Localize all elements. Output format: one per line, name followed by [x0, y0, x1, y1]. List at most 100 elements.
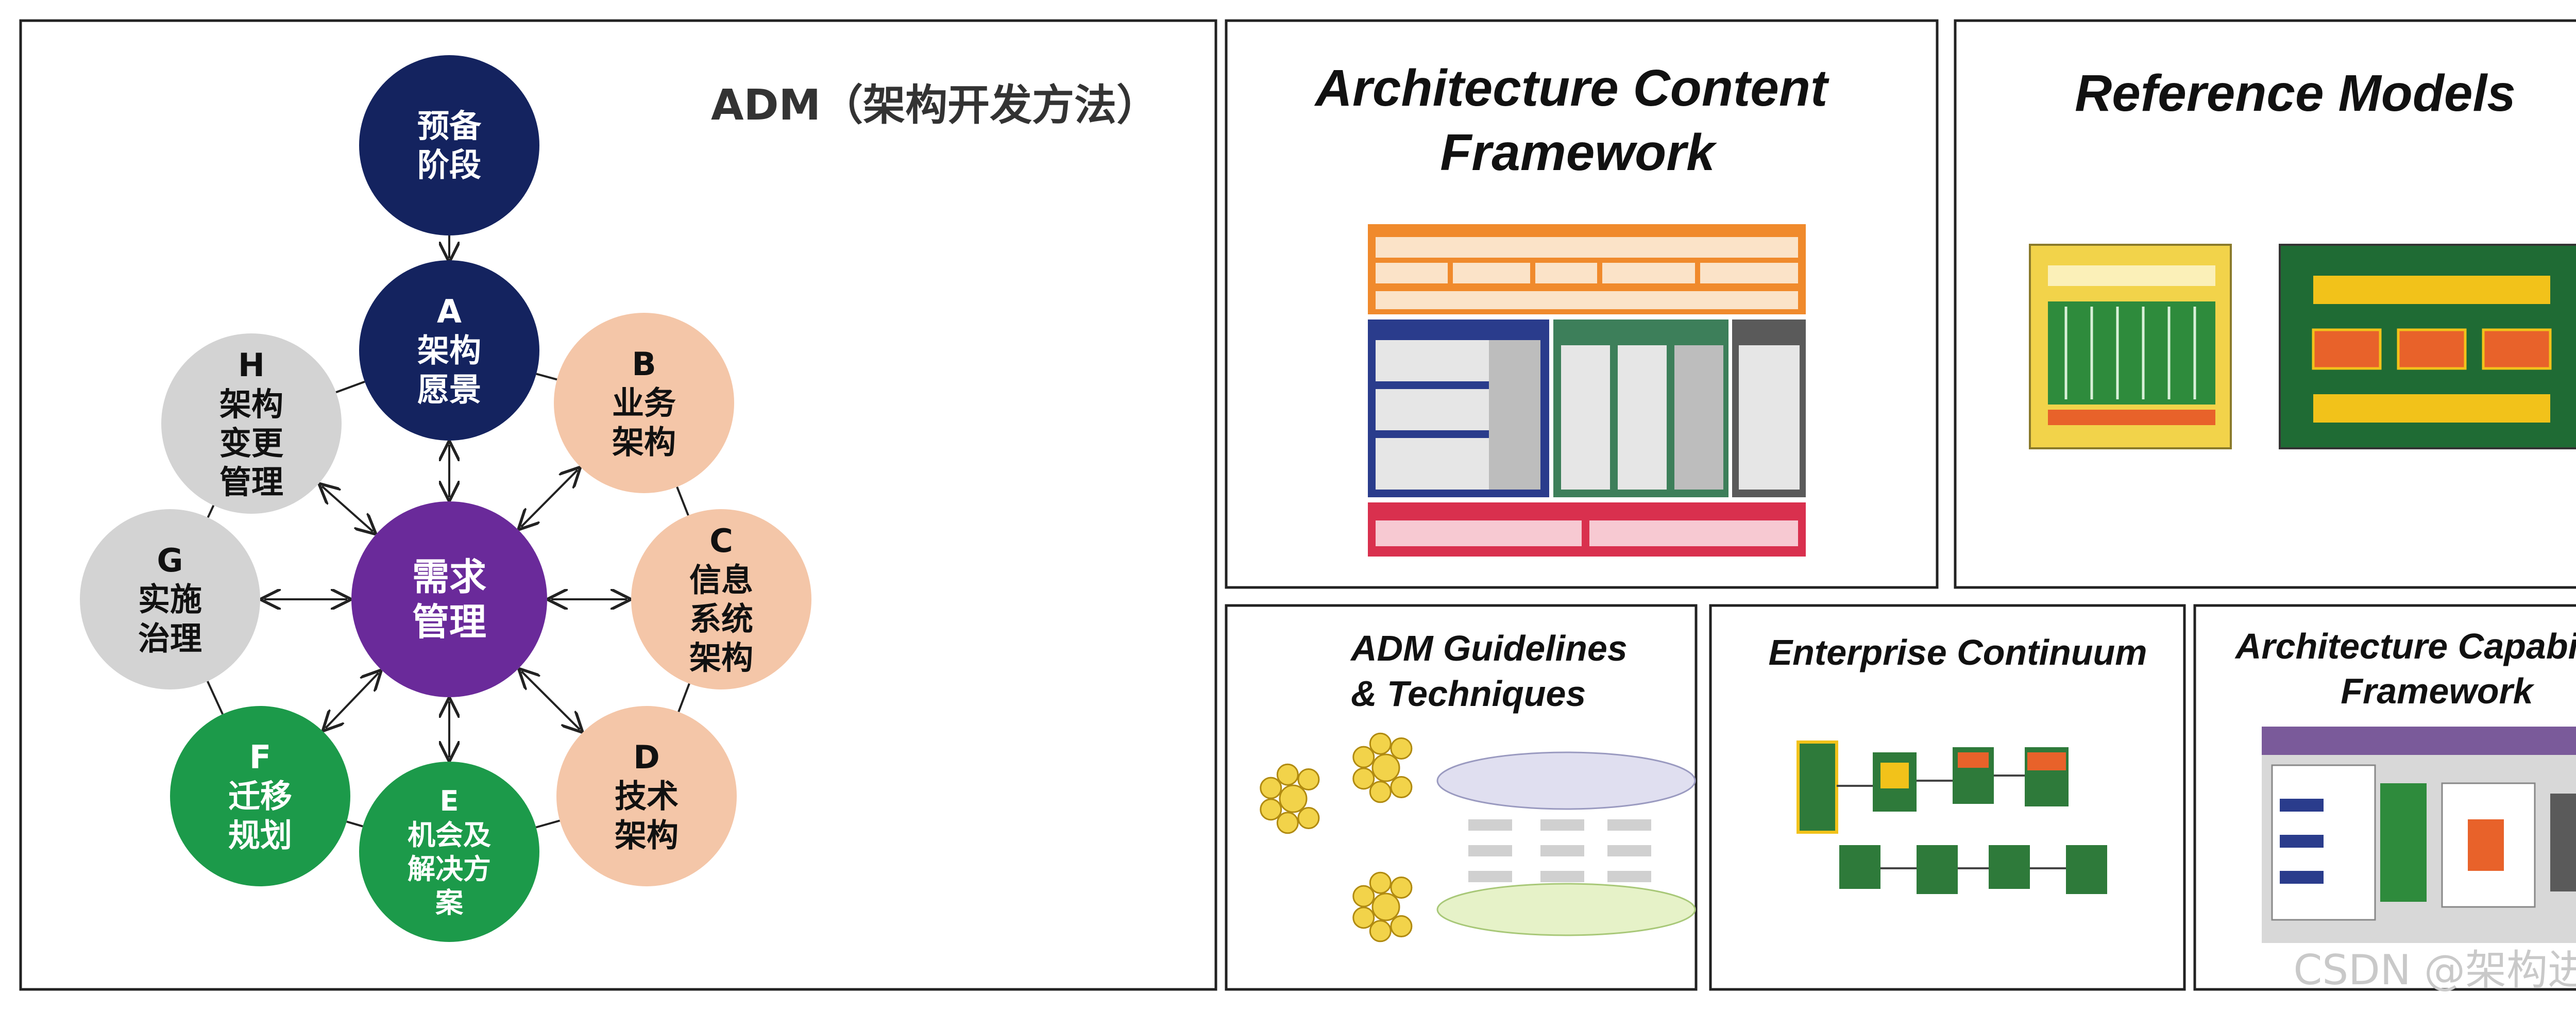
reference-model-trm-thumbnail: [2029, 244, 2232, 449]
ring-link-D-E: [535, 819, 561, 829]
bubble: [1352, 767, 1375, 790]
adm-node-text: 信息: [689, 561, 753, 599]
adm-node-text: 阶段: [417, 146, 481, 184]
adm-node-text: 架构: [219, 385, 283, 423]
bubble: [1369, 920, 1392, 942]
adm-connectors: [207, 235, 690, 829]
bubble-cluster: [1352, 732, 1413, 803]
adm-node-circle: [170, 706, 350, 886]
adm-node-text: 架构: [612, 423, 676, 461]
continuum-panel: [1709, 604, 2186, 991]
adm-node-circle: [631, 509, 811, 689]
continuum-title: Enterprise Continuum: [1768, 632, 2147, 672]
center-link-F: [326, 673, 379, 728]
ring-link-E-F: [346, 820, 363, 828]
content-framework-thumbnail: [1368, 224, 1806, 557]
bubble: [1260, 777, 1282, 799]
adm-node-text: 实施: [138, 581, 202, 618]
adm-nodes: 预备阶段A架构愿景B业务架构C信息系统架构D技术架构E机会及解决方案F迁移规划G…: [80, 55, 811, 942]
bubble: [1390, 776, 1413, 799]
adm-node-circle: [351, 501, 547, 697]
adm-node-text: 解决方: [408, 853, 491, 885]
bubble: [1297, 768, 1320, 790]
adm-node-text: 管理: [412, 600, 486, 644]
adm-node-circle: [554, 313, 734, 493]
bubble: [1276, 763, 1299, 786]
ring-link-A-B: [536, 373, 557, 381]
ring-link-G-H: [207, 504, 215, 518]
adm-node-text: 案: [435, 887, 464, 919]
bubble-cluster: [1260, 763, 1320, 834]
adm-node-text: 管理: [219, 463, 283, 501]
adm-node-text: 架构: [689, 639, 753, 677]
bubble: [1390, 737, 1413, 760]
adm-node-circle: [161, 333, 342, 514]
adm-node-letter: C: [709, 522, 733, 560]
adm-title: ADM（架构开发方法）: [711, 81, 1159, 130]
reference-model-iii-rm-thumbnail: [2279, 244, 2576, 449]
bubble: [1352, 906, 1375, 929]
adm-node-text: 迁移: [228, 778, 292, 815]
bubble: [1297, 807, 1320, 830]
capability-thumbnail: [2262, 727, 2576, 943]
center-link-H: [322, 486, 373, 532]
center-link-B: [521, 470, 578, 527]
reference-models-title: Reference Models: [2075, 64, 2516, 122]
bubble: [1369, 781, 1392, 803]
adm-node-circle: [359, 762, 539, 942]
bubble: [1276, 812, 1299, 834]
capability-title-1: Architecture Capability: [2234, 626, 2576, 666]
continuum-thumbnail: [1797, 740, 2107, 894]
bubble: [1352, 885, 1375, 907]
watermark-text: CSDN @架构进化论: [2293, 946, 2576, 994]
content-framework-title-1: Architecture Content: [1314, 59, 1829, 117]
adm-node-text: 愿景: [417, 371, 481, 408]
adm-node-text: 预备: [417, 107, 482, 145]
bubble: [1390, 876, 1413, 899]
adm-node-letter: H: [238, 346, 265, 384]
adm-node-text: 架构: [417, 332, 481, 369]
adm-node-circle: [556, 706, 737, 886]
capability-title-2: Framework: [2341, 671, 2535, 711]
adm-node-text: 系统: [689, 600, 753, 638]
adm-node-text: 技术: [615, 778, 679, 815]
adm-node-text: 变更: [219, 425, 284, 462]
ring-link-H-A: [335, 380, 365, 394]
bubble: [1369, 871, 1392, 894]
ring-link-B-C: [676, 486, 689, 516]
guidelines-title-1: ADM Guidelines: [1350, 628, 1628, 668]
bubble: [1369, 732, 1392, 755]
bubble-cluster: [1352, 871, 1413, 942]
bubble: [1371, 753, 1400, 782]
ring-link-F-G: [207, 681, 224, 715]
adm-node-text: 治理: [138, 619, 202, 657]
adm-node-circle: [80, 509, 260, 689]
adm-node-circle: [359, 55, 539, 235]
adm-node-letter: F: [249, 738, 271, 776]
adm-node-text: 业务: [612, 384, 676, 422]
bubble: [1371, 893, 1400, 921]
adm-node-letter: D: [633, 738, 659, 776]
guidelines-thumbnail: [1260, 732, 1696, 942]
adm-node-circle: [359, 260, 539, 441]
adm-node-text: 架构: [615, 816, 679, 854]
adm-node-text: 机会及: [408, 819, 491, 851]
content-framework-title-2: Framework: [1440, 124, 1717, 181]
adm-node-text: 需求: [412, 555, 486, 598]
bubble: [1390, 915, 1413, 938]
ring-link-C-D: [677, 683, 690, 713]
adm-node-letter: A: [437, 293, 462, 330]
bubble: [1352, 746, 1375, 768]
adm-node-text: 规划: [228, 816, 292, 854]
